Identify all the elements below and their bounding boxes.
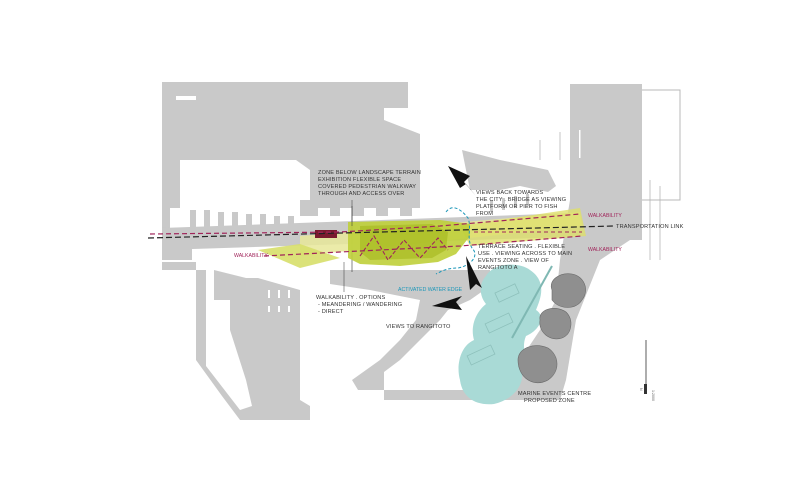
svg-text:VIEWS BACK TOWARDS: VIEWS BACK TOWARDS	[476, 190, 543, 196]
svg-text:EVENTS ZONE . VIEW OF: EVENTS ZONE . VIEW OF	[478, 258, 549, 264]
scale-label: 1:2000	[651, 390, 655, 401]
activated-water-edge	[435, 207, 476, 275]
meandering-walk-path	[359, 234, 449, 261]
svg-text:EXHIBITION FLEXIBLE SPACE: EXHIBITION FLEXIBLE SPACE	[318, 177, 401, 183]
label-transportation-link: TRANSPORTATION LINK	[616, 224, 684, 230]
right-outline-lines	[539, 132, 661, 260]
marine-pier-line	[511, 265, 553, 339]
label-activated-water-edge: ACTIVATED WATER EDGE	[398, 287, 463, 293]
svg-text:PLATFORM OR PIER TO FISH: PLATFORM OR PIER TO FISH	[476, 204, 558, 210]
svg-text:RANGITOTO A: RANGITOTO A	[478, 265, 518, 271]
views-rangitoto-arrow-left	[432, 296, 462, 310]
svg-text:THE CITY . BRIDGE AS VIEWING: THE CITY . BRIDGE AS VIEWING	[476, 197, 566, 203]
svg-text:- MEANDERING / WANDERING: - MEANDERING / WANDERING	[318, 302, 402, 308]
svg-text:USE . VIEWING ACROSS TO MAIN: USE . VIEWING ACROSS TO MAIN	[478, 251, 572, 257]
svg-text:WALKABILITY . OPTIONS: WALKABILITY . OPTIONS	[316, 295, 385, 301]
svg-text:PROPOSED ZONE: PROPOSED ZONE	[524, 398, 575, 404]
label-terrace-seating: TERRACE SEATING . FLEXIBLE USE . VIEWING…	[478, 244, 572, 271]
svg-text:COVERED PEDESTRIAN WALKWAY: COVERED PEDESTRIAN WALKWAY	[318, 184, 416, 190]
label-marine-events: MARINE EVENTS CENTRE PROPOSED ZONE	[518, 391, 591, 404]
marina-fingers-lower	[262, 300, 292, 388]
land-upper-mid-piers	[462, 150, 556, 192]
north-label: N	[639, 388, 643, 391]
label-views-to-rangitoto: VIEWS TO RANGITOTO	[386, 324, 451, 330]
land-right-pier	[384, 84, 642, 400]
land-left-spine	[162, 218, 170, 230]
marina-boats	[268, 290, 290, 312]
svg-text:TERRACE SEATING . FLEXIBLE: TERRACE SEATING . FLEXIBLE	[478, 244, 565, 250]
label-walkability-right-top: WALKABILITY	[588, 213, 622, 219]
land-upper-left	[162, 82, 420, 218]
walkability-yellow-right	[460, 208, 586, 246]
walkability-line-upper	[149, 213, 581, 235]
label-zone-below: ZONE BELOW LANDSCAPE TERRAIN EXHIBITION …	[318, 170, 421, 197]
right-pier-marks	[579, 130, 581, 158]
svg-text:FROM: FROM	[476, 211, 493, 217]
transportation-link-line	[147, 225, 615, 239]
views-back-arrow	[448, 166, 476, 196]
label-walkability-right-bottom: WALKABILITY	[588, 247, 622, 253]
svg-text:MARINE EVENTS CENTRE: MARINE EVENTS CENTRE	[518, 391, 591, 397]
walkability-yellow-band-left	[258, 244, 340, 268]
label-walkability-left: WALKABILITY	[234, 253, 268, 259]
scale-bar	[644, 384, 647, 394]
bridge-block	[315, 230, 337, 238]
svg-text:ZONE BELOW LANDSCAPE TERRAIN: ZONE BELOW LANDSCAPE TERRAIN	[318, 170, 421, 176]
walkability-line-lower	[263, 235, 583, 257]
upper-mid-fingers	[490, 194, 529, 212]
right-outline-box	[642, 89, 681, 201]
label-views-back: VIEWS BACK TOWARDS THE CITY . BRIDGE AS …	[476, 190, 566, 217]
pier-fingers-upper	[190, 210, 294, 230]
label-walkability-options: WALKABILITY . OPTIONS - MEANDERING / WAN…	[316, 295, 402, 315]
left-land-edge	[162, 230, 192, 260]
notch-1	[176, 96, 196, 100]
marine-zone-buildings	[466, 283, 520, 366]
svg-text:- DIRECT: - DIRECT	[318, 309, 344, 315]
svg-text:THROUGH AND ACCESS OVER: THROUGH AND ACCESS OVER	[318, 191, 404, 197]
views-rangitoto-arrow-right	[466, 256, 482, 290]
event-buildings	[517, 273, 586, 384]
land-lower-left	[162, 262, 310, 420]
